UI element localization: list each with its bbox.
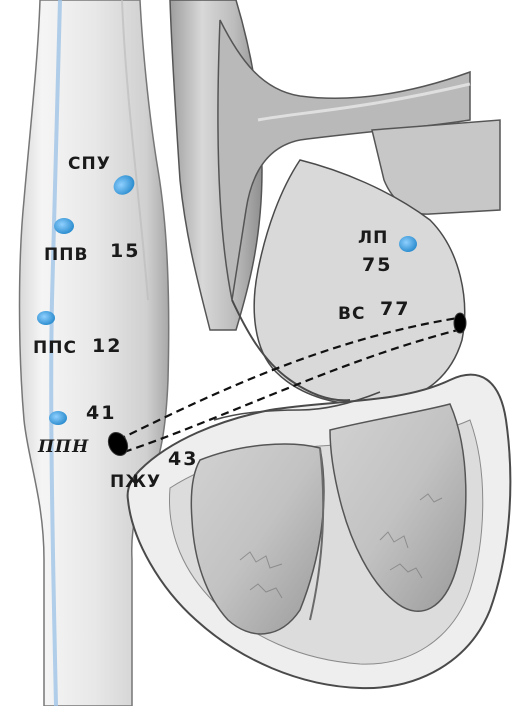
marker-pps xyxy=(37,311,55,325)
label-vs: ВС xyxy=(338,306,365,323)
label-pps-value: 12 xyxy=(92,337,122,356)
label-ppv: ППВ xyxy=(44,247,88,264)
label-pzhu-value: 43 xyxy=(168,450,198,469)
marker-ppv xyxy=(54,218,74,234)
label-lp-value: 75 xyxy=(362,256,392,275)
label-spu: СПУ xyxy=(68,156,111,173)
label-ppv-value: 15 xyxy=(110,242,140,261)
label-vs-value: 77 xyxy=(380,300,410,319)
label-ppn: ППН xyxy=(38,439,89,456)
label-ppn-value: 41 xyxy=(86,404,116,423)
marker-ppn xyxy=(49,411,67,425)
catheter-tip-vs xyxy=(454,313,466,333)
label-pzhu: ПЖУ xyxy=(110,474,161,491)
label-pps: ППС xyxy=(33,340,77,357)
label-lp: ЛП xyxy=(358,230,388,247)
marker-lp xyxy=(399,236,417,252)
